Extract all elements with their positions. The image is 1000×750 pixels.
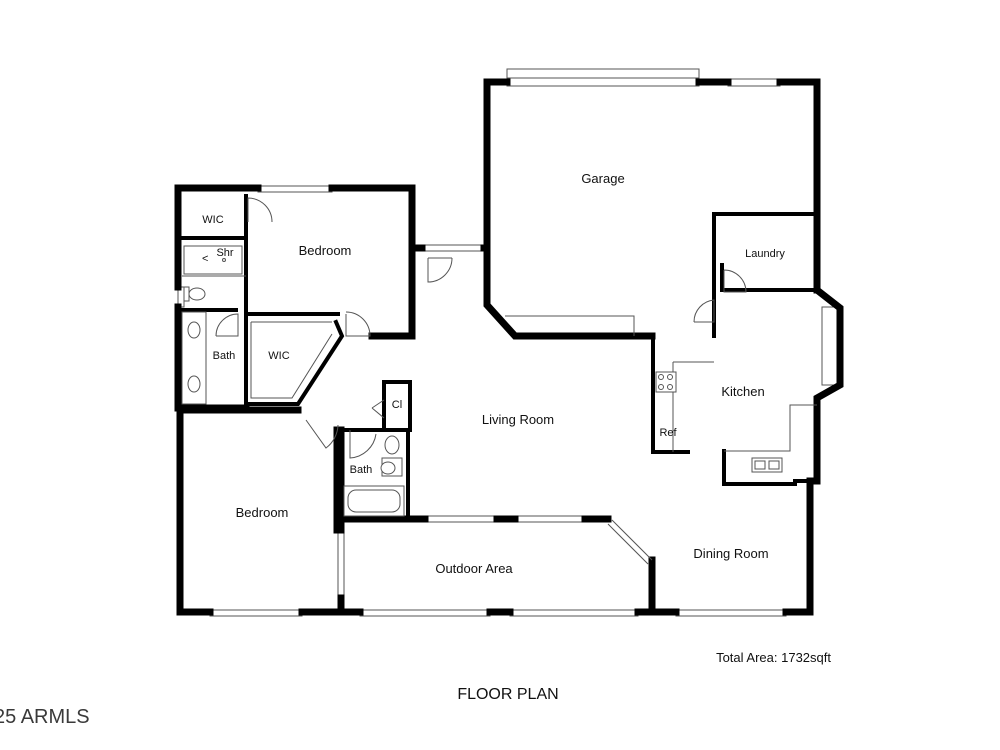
- label-dining-room: Dining Room: [693, 546, 768, 561]
- label-kitchen: Kitchen: [721, 384, 764, 399]
- label-shower: Shr: [216, 247, 233, 259]
- label-outdoor-area: Outdoor Area: [435, 561, 513, 576]
- label-ref: Ref: [659, 427, 677, 439]
- walls: [174, 78, 844, 616]
- plan-title: FLOOR PLAN: [457, 686, 558, 703]
- watermark: 25 ARMLS: [0, 706, 90, 728]
- label-wic-primary: WIC: [202, 214, 223, 226]
- svg-text:<: <: [202, 253, 208, 265]
- label-closet: Cl: [392, 399, 402, 411]
- label-bedroom-primary: Bedroom: [299, 243, 352, 258]
- label-garage: Garage: [581, 171, 624, 186]
- label-bath-hall: Bath: [350, 464, 373, 476]
- label-living-room: Living Room: [482, 412, 554, 427]
- label-bath-primary: Bath: [213, 350, 236, 362]
- label-bedroom-secondary: Bedroom: [236, 505, 289, 520]
- label-wic-secondary: WIC: [268, 350, 289, 362]
- doors: [215, 197, 747, 459]
- windows: [177, 68, 841, 617]
- fixtures: <: [181, 245, 783, 517]
- total-area: Total Area: 1732sqft: [716, 650, 831, 665]
- label-laundry: Laundry: [745, 248, 785, 260]
